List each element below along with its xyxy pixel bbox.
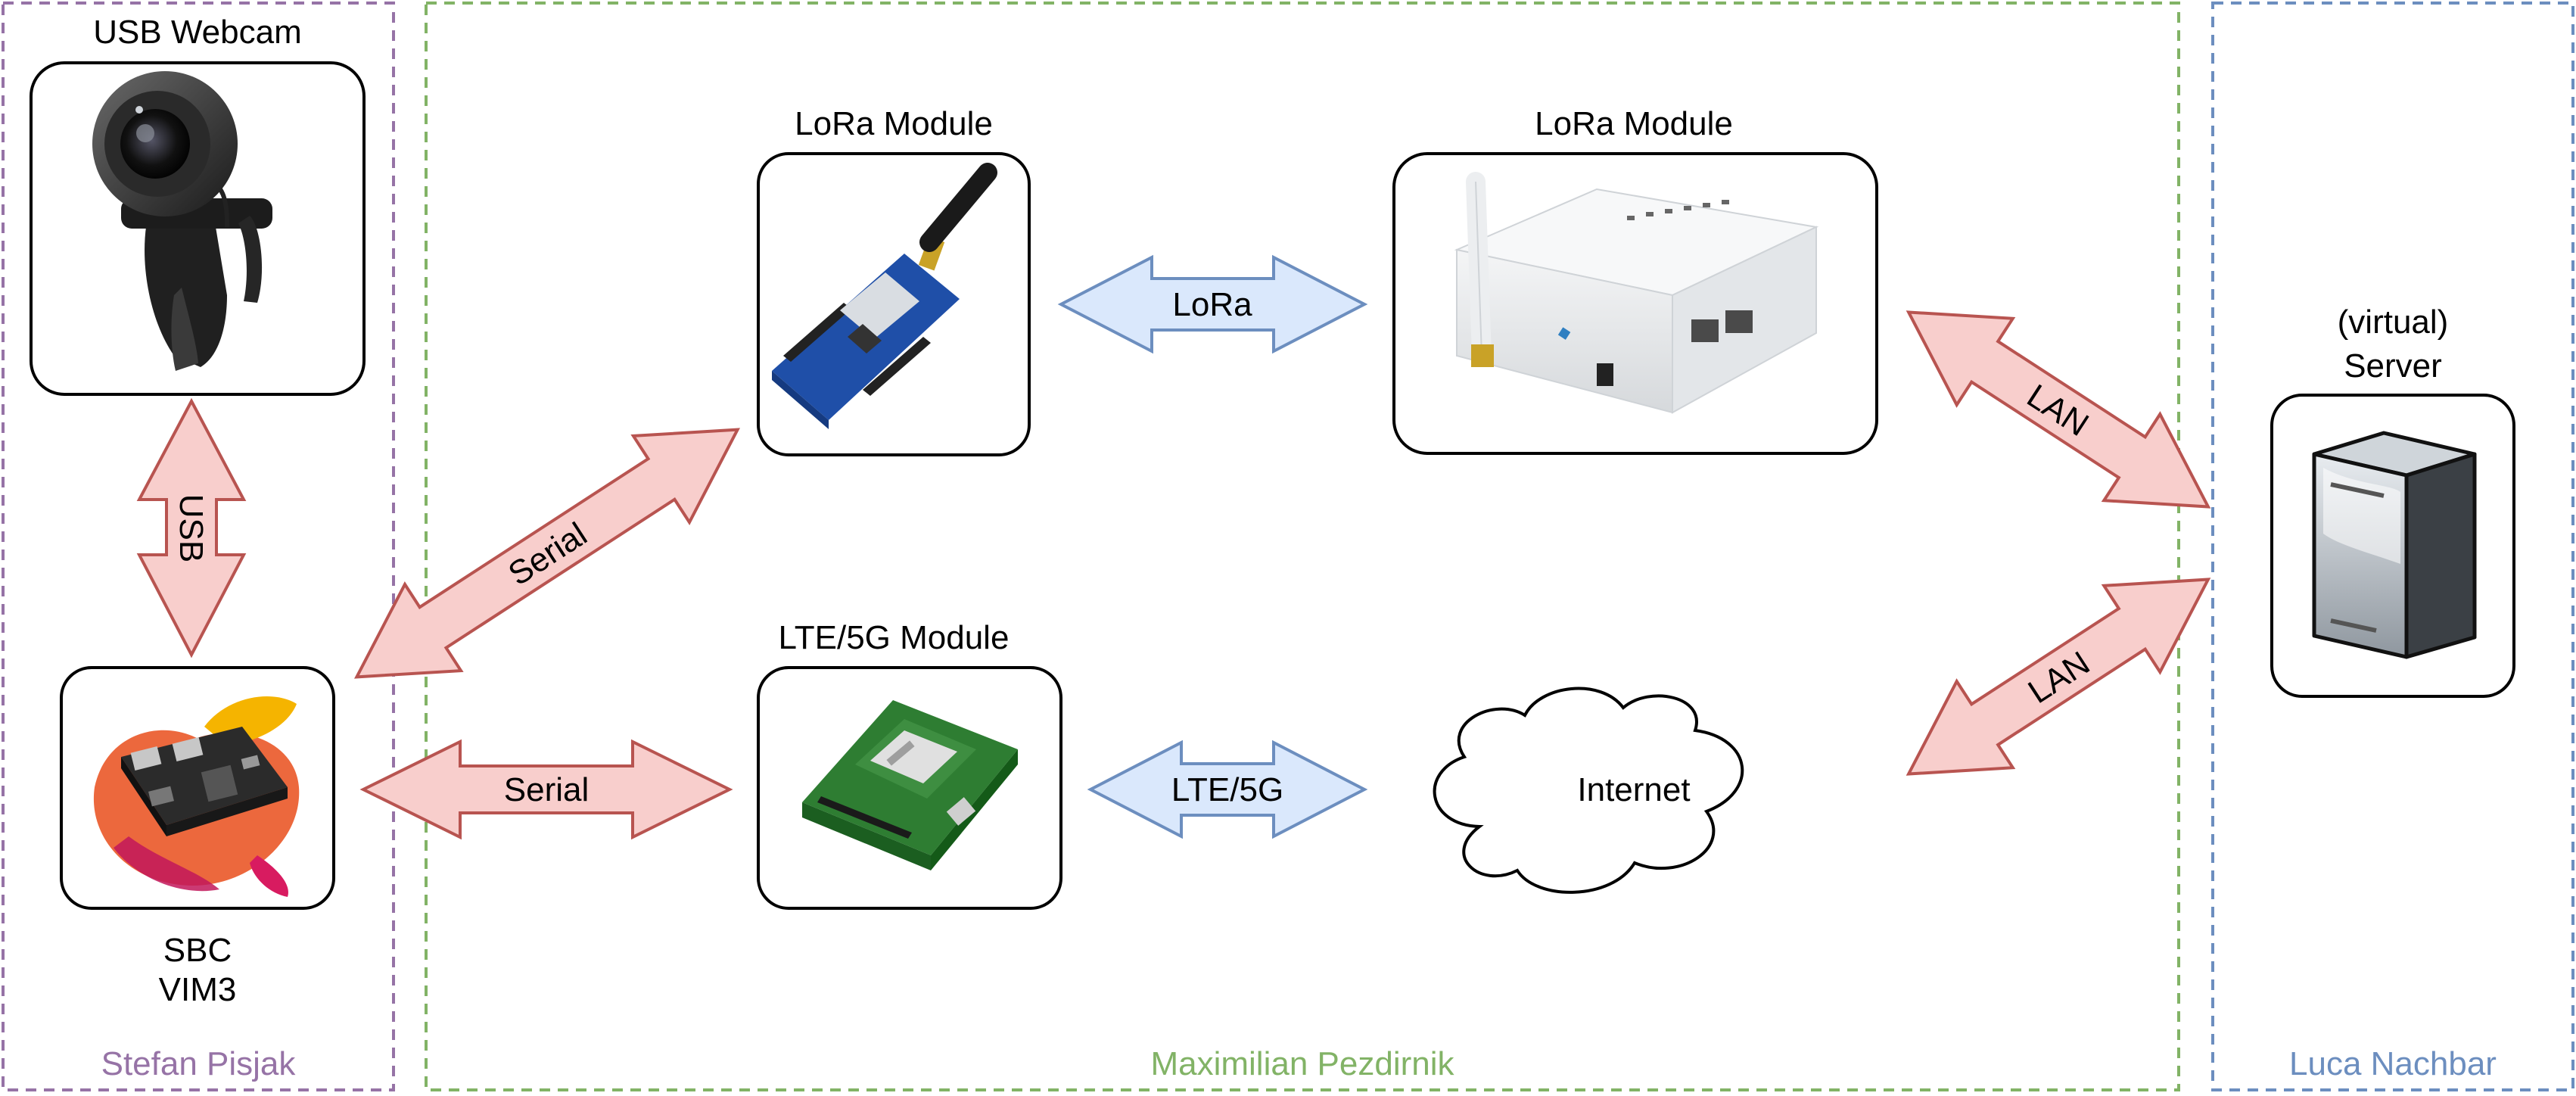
sbc-line2: VIM3: [159, 971, 237, 1008]
internet-node: Internet: [1433, 687, 1744, 894]
group-maximilian-pezdirnik: Maximilian Pezdirnik: [425, 2, 2180, 1091]
group-label-right: Luca Nachbar: [2289, 1045, 2497, 1082]
group-luca-nachbar: Luca Nachbar: [2211, 2, 2574, 1091]
group-label-middle: Maximilian Pezdirnik: [1150, 1045, 1454, 1082]
serial-horiz-label: Serial: [504, 771, 590, 808]
server-line2: Server: [2344, 347, 2442, 385]
sbc-line1: SBC: [163, 932, 232, 969]
lan-link-bottom: LAN: [1906, 578, 2211, 776]
usb-link-label: USB: [173, 494, 210, 562]
sbc-node: SBC VIM3: [60, 666, 335, 1008]
group-stefan-pisjak: Stefan Pisjak: [2, 2, 395, 1091]
lte-board-icon: [802, 700, 1018, 870]
lora-module-1-node: LoRa Module: [757, 105, 1031, 456]
internet-label: Internet: [1577, 771, 1690, 808]
server-line1: (virtual): [2338, 304, 2449, 341]
webcam-icon: [92, 71, 272, 371]
lte-link: LTE/5G: [1087, 739, 1368, 839]
webcam-title: USB Webcam: [93, 14, 302, 51]
serial-link-lte: Serial: [359, 739, 733, 840]
webcam-node: USB Webcam: [30, 14, 366, 396]
lte-module-title: LTE/5G Module: [779, 619, 1010, 656]
lte-link-label: LTE/5G: [1171, 771, 1283, 808]
lan-link-top: LAN: [1906, 310, 2211, 509]
server-icon: [2312, 431, 2477, 659]
lte-module-node: LTE/5G Module: [757, 619, 1062, 910]
group-label-left: Stefan Pisjak: [101, 1045, 297, 1082]
lora-link: LoRa: [1057, 254, 1368, 354]
cloud-icon: [1433, 687, 1744, 894]
sbc-board-icon: [93, 696, 300, 897]
lora-board-icon: [772, 163, 997, 429]
svg-text:◆: ◆: [1556, 322, 1573, 343]
serial-link-lora: Serial: [353, 428, 741, 679]
lora-module-1-title: LoRa Module: [795, 105, 993, 142]
server-node: (virtual) Server: [2270, 304, 2515, 698]
lora-module-2-title: LoRa Module: [1535, 105, 1733, 142]
lora-module-2-node: LoRa Module ◆: [1392, 105, 1878, 455]
usb-link: USB: [136, 397, 247, 659]
lora-gateway-icon: ◆: [1454, 172, 1819, 414]
lora-link-label: LoRa: [1172, 286, 1252, 323]
